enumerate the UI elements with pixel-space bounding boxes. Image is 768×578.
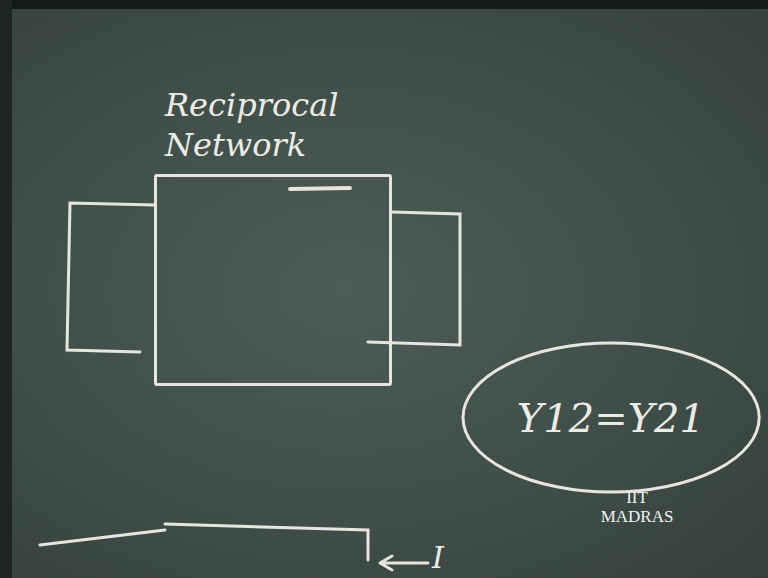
network-box: Reciprocal Network bbox=[154, 174, 392, 386]
board-edge bbox=[0, 0, 768, 9]
board-edge bbox=[0, 0, 12, 578]
chalk-mark bbox=[290, 188, 350, 189]
current-arrow bbox=[380, 556, 428, 570]
equation-text: Y12=Y21 bbox=[460, 340, 762, 495]
partial-port bbox=[40, 530, 165, 545]
network-title: Reciprocal Network bbox=[165, 85, 405, 165]
partial-box bbox=[165, 524, 368, 560]
equation-ellipse: Y12=Y21 bbox=[460, 340, 762, 495]
current-label: I bbox=[432, 540, 444, 575]
port-two-box bbox=[368, 212, 460, 345]
port-one-box bbox=[67, 203, 155, 352]
watermark: IIT MADRAS bbox=[592, 488, 682, 526]
